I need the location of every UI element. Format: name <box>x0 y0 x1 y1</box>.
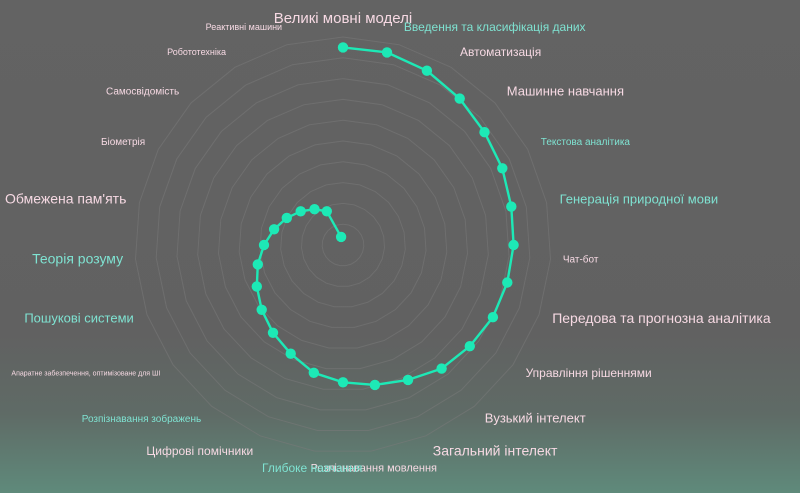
radar-series <box>251 42 519 391</box>
data-point <box>267 327 279 338</box>
category-label: Вузький інтелект <box>485 411 586 426</box>
grid-ring <box>217 119 469 370</box>
data-point <box>335 231 347 243</box>
data-point <box>309 204 320 215</box>
category-label: Робототехніка <box>167 47 226 57</box>
grid-ring <box>197 98 489 390</box>
data-point <box>497 163 508 174</box>
category-label: Розпізнавання зображень <box>82 413 201 425</box>
data-point <box>506 201 517 212</box>
category-label: Обмежена пам'ять <box>5 191 126 207</box>
data-point <box>402 374 414 386</box>
data-point <box>258 239 270 251</box>
grid-ring <box>280 182 406 308</box>
category-label: Управління рішеннями <box>526 366 652 380</box>
category-label: Самосвідомість <box>106 87 179 98</box>
data-point <box>337 377 349 388</box>
data-point <box>256 304 267 315</box>
data-point <box>508 239 519 251</box>
data-point <box>436 363 447 374</box>
category-label: Цифрові помічники <box>146 444 253 458</box>
category-label: Пошукові системи <box>24 311 133 326</box>
category-label: Введення та класифікація даних <box>404 20 586 34</box>
category-label: Текстова аналітика <box>541 137 631 148</box>
data-point <box>381 47 393 58</box>
category-label: Глибоке навчання <box>262 461 362 475</box>
grid-ring <box>321 223 365 267</box>
data-point <box>479 127 490 138</box>
category-label: Великі мовні моделі <box>274 10 412 27</box>
data-point <box>308 367 319 378</box>
grid-ring <box>134 36 552 452</box>
data-point <box>285 348 296 359</box>
category-label: Передова та прогнозна аналітика <box>552 310 771 326</box>
category-label: Автоматизація <box>460 45 541 59</box>
category-label: Машинне навчання <box>507 83 624 98</box>
series-line <box>255 46 515 387</box>
category-label: Загальний інтелект <box>433 443 558 459</box>
category-label: Теорія розуму <box>32 251 123 267</box>
category-label: Розпізнавання мовлення <box>311 463 437 475</box>
category-label: Генерація природної мови <box>560 191 719 206</box>
grid-ring <box>155 57 531 431</box>
data-point <box>502 277 513 288</box>
category-label: Реактивні машини <box>206 22 283 32</box>
category-label: Біометрія <box>101 137 145 148</box>
data-point <box>321 206 332 217</box>
data-point <box>464 341 475 352</box>
radar-grid <box>134 36 552 452</box>
data-point <box>251 281 262 292</box>
data-point <box>454 93 465 104</box>
grid-ring <box>238 140 448 349</box>
data-point <box>281 212 292 224</box>
grid-ring <box>300 202 386 287</box>
data-point <box>369 379 381 391</box>
data-point <box>268 224 280 235</box>
category-label: Апаратне забезпечення, оптимізоване для … <box>11 370 160 378</box>
grid-ring <box>176 78 510 411</box>
data-point <box>252 259 263 270</box>
data-point <box>337 42 349 53</box>
data-point <box>421 65 433 76</box>
category-label: Чат-бот <box>563 254 599 266</box>
data-point <box>295 206 306 217</box>
data-point <box>487 312 499 323</box>
grid-ring <box>259 161 427 328</box>
